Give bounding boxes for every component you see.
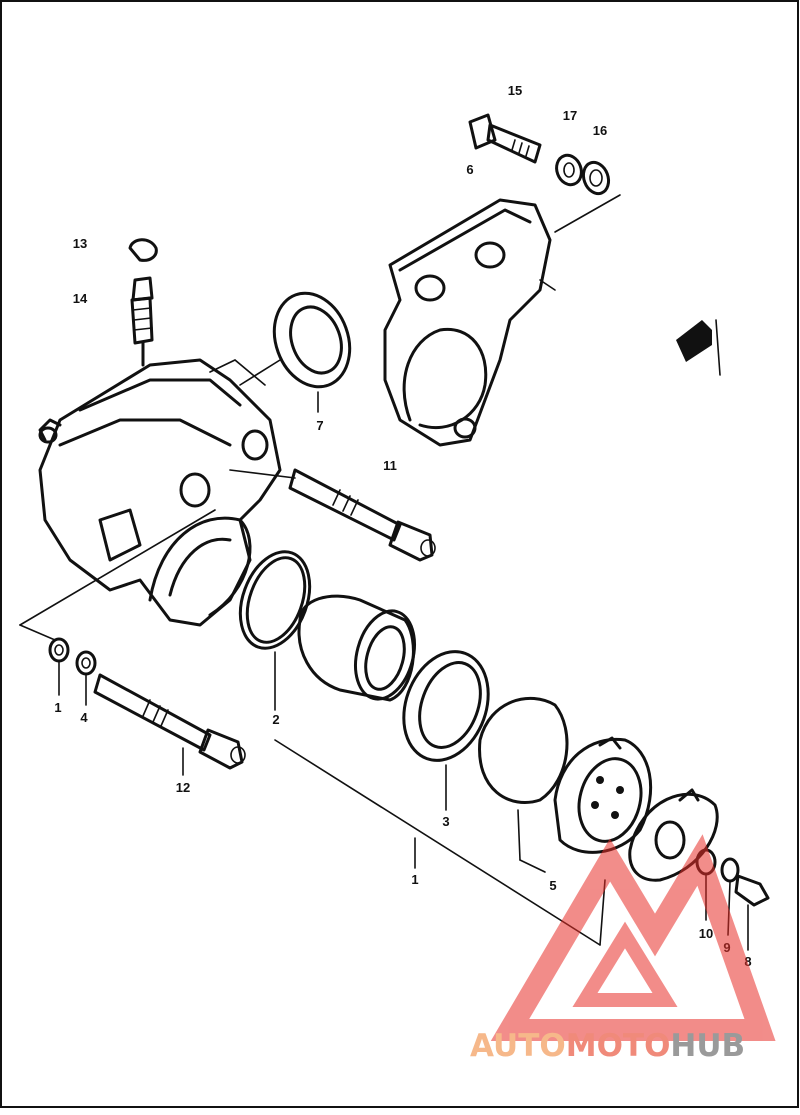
caliper-bracket	[383, 194, 621, 447]
leader-lines-left	[19, 509, 216, 776]
label-7: 7	[316, 418, 323, 433]
washer-9	[720, 857, 740, 936]
dust-boot-3	[402, 650, 490, 811]
label-3: 3	[442, 814, 449, 829]
label-17: 17	[563, 108, 577, 123]
seal-ring-7	[239, 291, 352, 413]
slide-pin-11	[229, 468, 436, 562]
o-ring-1	[48, 637, 70, 663]
bleeder-screw	[130, 276, 154, 367]
o-ring-4	[75, 650, 97, 676]
piston-seal-2	[238, 550, 312, 711]
bleeder-cap	[128, 238, 158, 262]
label-9: 9	[723, 940, 730, 955]
label-1: 1	[411, 872, 418, 887]
washer-10	[695, 848, 717, 921]
bolt-8	[734, 874, 770, 951]
label-14: 14	[73, 291, 88, 306]
slide-pin-12	[93, 673, 246, 770]
label-12: 12	[176, 780, 190, 795]
caliper-body	[38, 358, 282, 627]
direction-arrow-icon	[676, 319, 721, 376]
label-15: 15	[508, 83, 522, 98]
brake-pad-5	[478, 696, 569, 873]
label-13: 13	[73, 236, 87, 251]
piston	[297, 594, 416, 702]
label-1-left: 1	[54, 700, 61, 715]
label-2: 2	[272, 712, 279, 727]
label-10: 10	[699, 926, 713, 941]
label-11: 11	[383, 458, 397, 473]
label-4: 4	[80, 710, 88, 725]
label-8: 8	[744, 954, 751, 969]
label-16: 16	[593, 123, 607, 138]
assembly-bracket-1	[274, 739, 606, 946]
pad-spacer	[628, 788, 719, 882]
bracket-bolt	[468, 113, 542, 164]
brake-pad-holes	[553, 736, 653, 854]
label-6: 6	[466, 162, 473, 177]
washer-17	[555, 153, 583, 187]
label-5: 5	[549, 878, 556, 893]
washer-16	[581, 160, 611, 196]
